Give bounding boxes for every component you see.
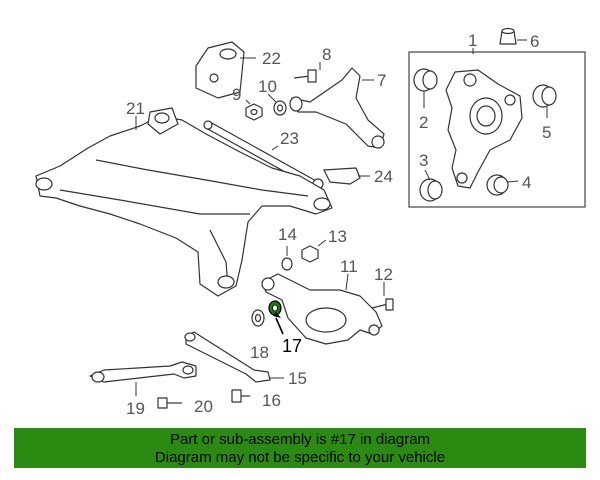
callout-10: 10 [258, 77, 277, 96]
callout-16: 16 [262, 391, 281, 410]
bushing-6 [499, 27, 527, 45]
callout-8: 8 [322, 45, 331, 64]
callout-24: 24 [374, 167, 393, 186]
callout-11: 11 [340, 257, 358, 276]
callout-21: 21 [126, 99, 145, 118]
bolt-16 [231, 389, 250, 403]
bolt-8 [293, 62, 321, 83]
knuckle-assembly-group [408, 48, 586, 208]
banner-line-disclaimer: Diagram may not be specific to your vehi… [154, 449, 446, 466]
callout-18: 18 [250, 343, 269, 362]
washer-14 [281, 246, 293, 271]
callout-23: 23 [280, 129, 299, 148]
bolt-12 [371, 282, 394, 311]
bushing-17-highlighted [268, 300, 284, 335]
assembly-frame [408, 51, 586, 208]
callout-7: 7 [377, 71, 386, 90]
bracket-24 [323, 167, 370, 185]
callout-22: 22 [262, 49, 281, 68]
callout-6: 6 [530, 32, 539, 51]
washer-18 [251, 309, 265, 327]
info-banner: Part or sub-assembly is #17 in diagram D… [14, 428, 586, 468]
bushing-4 [486, 174, 519, 196]
callout-17-highlighted: 17 [282, 336, 302, 356]
subframe-21 [35, 107, 333, 297]
nut-9 [245, 99, 263, 121]
bracket-22 [195, 41, 256, 99]
rod-23 [203, 120, 324, 190]
bushing-2 [413, 68, 438, 108]
callout-9: 9 [232, 85, 241, 104]
callout-15: 15 [288, 369, 307, 388]
callout-19: 19 [126, 399, 145, 418]
lower-arm-11 [261, 273, 383, 345]
bushing-3 [419, 169, 443, 202]
callout-3: 3 [419, 151, 428, 170]
banner-line-part-reference: Part or sub-assembly is #17 in diagram [169, 431, 431, 448]
washer-10 [267, 93, 287, 116]
callout-2: 2 [419, 113, 428, 132]
callout-13: 13 [328, 227, 347, 246]
upper-arm-7 [289, 67, 385, 149]
callout-1: 1 [468, 31, 477, 50]
callout-20: 20 [194, 397, 213, 416]
callout-14: 14 [278, 225, 297, 244]
lateral-rod-19 [89, 361, 197, 396]
nut-13 [301, 239, 327, 263]
bolt-20 [157, 397, 182, 409]
exploded-parts-diagram: 1 2 3 4 5 6 7 8 9 10 11 12 13 14 15 16 1… [35, 27, 586, 418]
callout-5: 5 [542, 123, 551, 142]
bushing-5 [532, 84, 557, 118]
callout-4: 4 [522, 173, 531, 192]
link-rod-15 [184, 331, 284, 383]
callout-12: 12 [374, 265, 393, 284]
